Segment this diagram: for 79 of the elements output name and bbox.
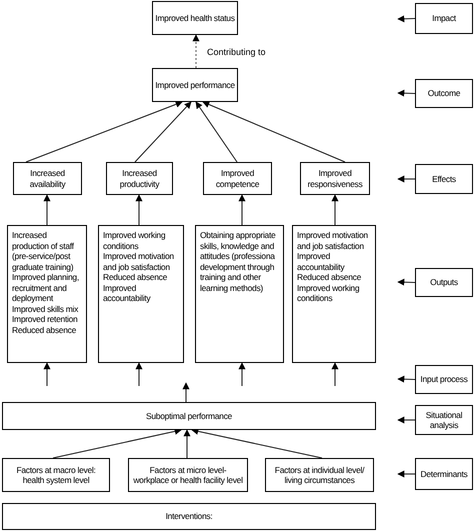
- stage-label-box: [415, 365, 473, 394]
- stage-label-box: [415, 458, 473, 490]
- box-text: Suboptimal performance: [146, 410, 232, 422]
- box-text: Outcome: [428, 88, 460, 99]
- process-box: [7, 225, 87, 363]
- arrow: [397, 90, 416, 97]
- process-box: [265, 458, 374, 492]
- box-text: Interventions:: [166, 511, 212, 522]
- box-text: Improved accountability: [297, 251, 346, 272]
- arrow: [202, 101, 346, 162]
- stage-label-box: [415, 3, 473, 34]
- process-box: [106, 162, 173, 195]
- stage-label-box: [415, 268, 473, 297]
- arrow: [397, 376, 416, 383]
- box-text: Improved motivation and job satisfaction: [103, 251, 175, 272]
- arrow: [182, 382, 190, 402]
- stage-label-box: [415, 405, 473, 435]
- box-text: Reduced absence: [103, 272, 168, 282]
- arrow: [238, 362, 246, 386]
- stage-label-box: [415, 79, 473, 108]
- process-box: [300, 162, 370, 195]
- box-text: Improved planning, recruitment and deployment: [12, 272, 80, 304]
- box-text: Factors at micro level- workplace or health facility level: [132, 464, 244, 486]
- process-box: [98, 225, 184, 363]
- box-text: Determinants: [420, 468, 468, 480]
- arrow: [332, 362, 338, 386]
- arrow: [238, 194, 246, 226]
- box-text: Effects: [432, 174, 456, 184]
- box-text: Reduced absence: [297, 272, 362, 282]
- box-text: Improved working conditions: [103, 230, 166, 251]
- box-text: Improved health status: [155, 12, 235, 24]
- box-text: Improved responsiveness: [306, 168, 364, 189]
- arrow: [397, 15, 416, 22]
- box-text: Improved performance: [155, 80, 235, 90]
- process-box: [2, 503, 376, 530]
- box-text: Increased availability: [28, 168, 66, 189]
- arrow: [192, 34, 200, 68]
- arrow: [52, 428, 182, 458]
- box-text: Increased production of staff (pre-service/post graduate training): [12, 230, 75, 272]
- box-text: Input process: [420, 374, 468, 385]
- box-text: Increased productivity: [118, 168, 160, 189]
- arrow: [44, 194, 50, 226]
- process-box: [2, 458, 110, 492]
- process-box: [13, 162, 82, 195]
- box-text: Improved working conditions: [297, 282, 360, 304]
- process-box: [195, 225, 284, 363]
- box-text: Improved motivation and job satisfaction: [297, 230, 369, 251]
- box-text: Improved skills mix: [12, 304, 78, 314]
- box-text: Situational analysis: [424, 410, 464, 430]
- arrow: [196, 101, 238, 162]
- box-text: Factors at macro level: health system level: [15, 464, 97, 486]
- box-text: Improved accountability: [103, 282, 152, 304]
- arrow: [397, 416, 416, 424]
- edge-label: Contributing to: [206, 47, 267, 58]
- arrow: [136, 362, 142, 386]
- arrow: [397, 278, 416, 286]
- arrow: [397, 176, 416, 182]
- box-text: Factors at individual level/ living circumstances: [274, 464, 366, 486]
- process-box: [203, 162, 272, 195]
- arrow: [136, 194, 142, 226]
- box-text: Reduced absence: [12, 324, 76, 335]
- arrow: [134, 102, 192, 162]
- process-box: [152, 1, 238, 35]
- arrow: [184, 429, 190, 458]
- stage-label-box: [415, 164, 473, 194]
- arrow: [44, 362, 50, 386]
- process-box: [152, 68, 238, 102]
- box-text: Impact: [432, 13, 456, 24]
- box-text: Improved competence: [214, 168, 260, 189]
- box-text: Improved retention: [12, 314, 78, 324]
- process-box: [128, 458, 248, 492]
- box-text: Obtaining appropriate skills, knowledge and attitudes (professiona development through training and other learning methods): [200, 230, 276, 293]
- box-text: Outputs: [430, 277, 458, 288]
- arrow: [397, 470, 416, 478]
- arrow: [332, 194, 338, 226]
- arrow: [191, 428, 322, 458]
- arrow: [26, 101, 183, 162]
- process-box: [2, 402, 376, 430]
- process-box: [292, 225, 376, 363]
